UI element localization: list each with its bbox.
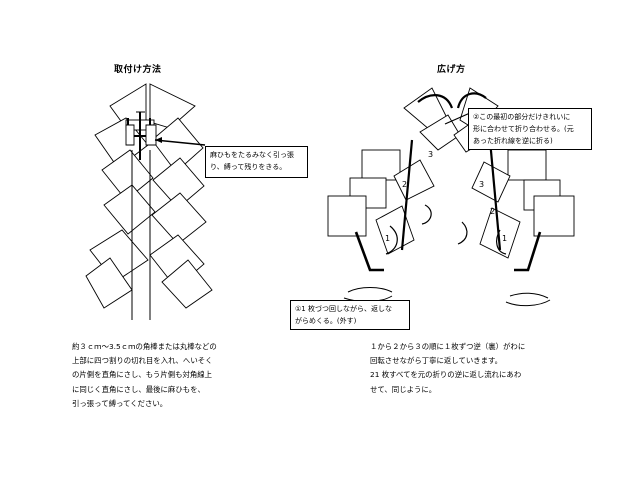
- left-instruction-line-4: に同じく直角にさし、最後に麻ひもを、: [72, 384, 205, 394]
- right-instruction-line-2: 回転させながら丁寧に返していきます。: [370, 356, 503, 366]
- step-number-right-3: 3: [479, 180, 485, 189]
- right-instruction-line-3: 21 枚すべてを元の折りの逆に返し流れにあわ: [370, 370, 522, 380]
- left-callout: 麻ひもをたるみなく引っ張 り、縛って残りをきる。: [205, 146, 308, 178]
- right-instruction-line-1: １から２から３の順に１枚ずつ逆（裏）がわに: [370, 342, 526, 351]
- right-instructions: １から２から３の順に１枚ずつ逆（裏）がわに 回転させながら丁寧に返していきます。…: [370, 340, 525, 397]
- right-top-callout-line-2: 形に合わせて折り合わせる。(元: [473, 125, 574, 133]
- step-number-left-3: 3: [428, 150, 434, 159]
- right-bottom-callout-line-2: がらめくる。(外す): [295, 317, 357, 325]
- left-callout-line-1: 麻ひもをたるみなく引っ張: [210, 151, 294, 159]
- left-heisoku-illustration: [85, 83, 213, 320]
- right-top-callout: ②この最初の部分だけきれいに 形に合わせて折り合わせる。(元 あった折れ線を逆に…: [468, 108, 592, 150]
- right-bottom-callout: ①1 枚づつ回しながら、返しな がらめくる。(外す): [290, 300, 410, 330]
- right-instruction-line-4: せて、同じように。: [370, 384, 437, 394]
- right-top-callout-line-3: あった折れ線を逆に折る): [473, 137, 553, 145]
- left-callout-leader: [154, 139, 206, 146]
- step-number-right-1: 1: [502, 234, 508, 243]
- right-callout-leader: [444, 112, 471, 125]
- step-number-right-2: 2: [490, 207, 496, 216]
- right-title: 広げ方: [437, 65, 466, 75]
- right-bottom-callout-line-1: ①1 枚づつ回しながら、返しな: [295, 305, 392, 313]
- left-instruction-line-1: 約３ｃｍ～3.5ｃｍの角棒または丸棒などの: [72, 342, 217, 351]
- left-instruction-line-5: 引っ張って縛ってください。: [72, 398, 168, 408]
- left-instructions: 約３ｃｍ～3.5ｃｍの角棒または丸棒などの 上部に四つ割りの切れ目を入れ、へいそ…: [72, 340, 217, 411]
- step-number-left-2: 2: [402, 180, 408, 189]
- left-instruction-line-2: 上部に四つ割りの切れ目を入れ、へいそく: [72, 356, 213, 366]
- right-top-callout-line-1: ②この最初の部分だけきれいに: [473, 113, 571, 121]
- left-instruction-line-3: の片側を直角にさし、もう片側も対角線上: [72, 370, 213, 380]
- left-title: 取付け方法: [114, 65, 162, 75]
- left-callout-line-2: り、縛って残りをきる。: [210, 163, 287, 171]
- step-number-left-1: 1: [385, 234, 391, 243]
